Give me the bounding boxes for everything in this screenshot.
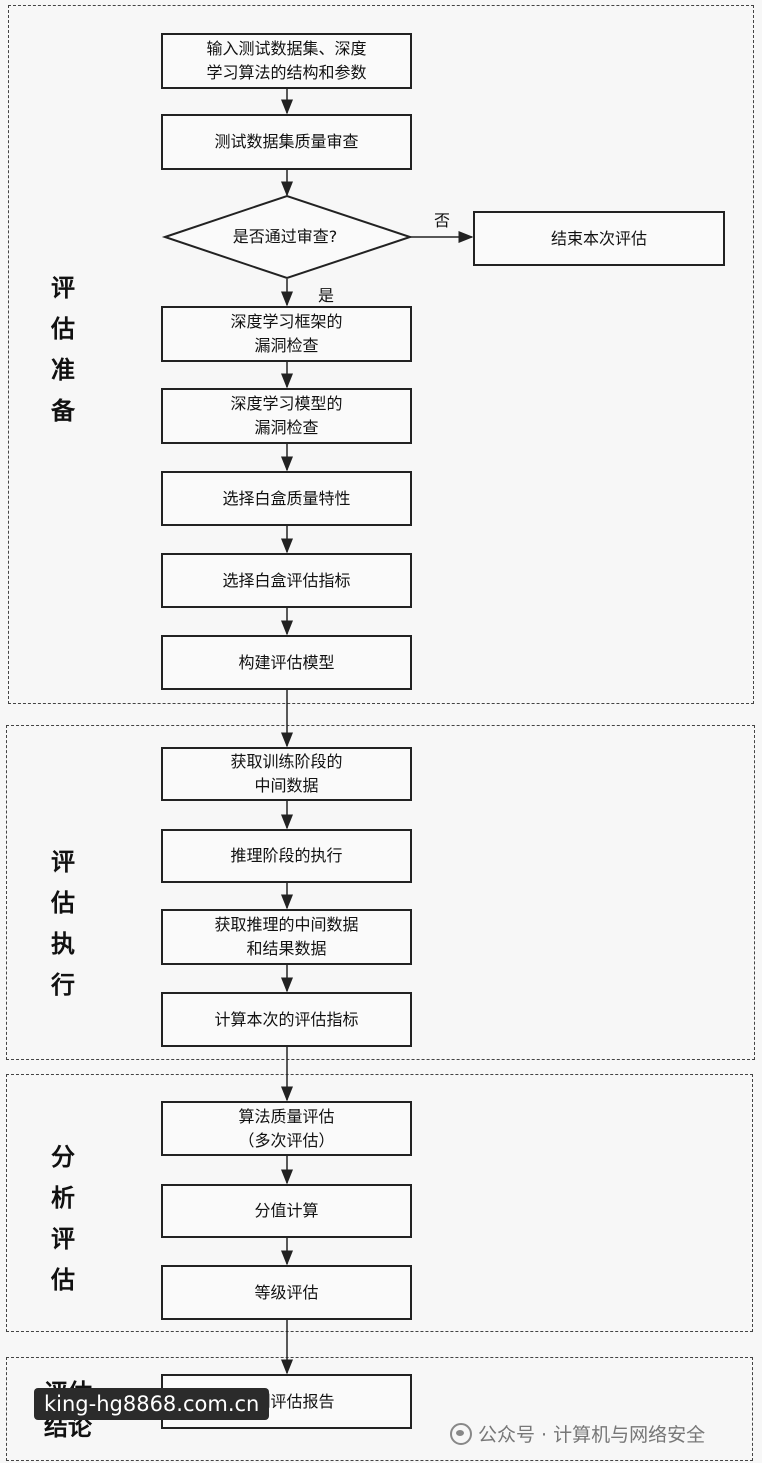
decision-diamond [161,194,414,280]
phase-label-execute: 评 估 执 行 [51,848,75,999]
watermark-wechat: 公众号 · 计算机与网络安全 [450,1420,705,1447]
step-inference-data: 获取推理的中间数据 和结果数据 [161,909,412,965]
phase-label-analyze: 分 析 评 估 [51,1143,75,1294]
step-score-calc: 分值计算 [161,1184,412,1238]
decision-label: 是否通过审查? [232,227,338,246]
step-select-features: 选择白盒质量特性 [161,471,412,526]
step-algo-quality: 算法质量评估 （多次评估） [161,1101,412,1156]
watermark-url: king-hg8868.com.cn [34,1388,270,1420]
step-framework-check: 深度学习框架的 漏洞检查 [161,306,412,362]
step-inference-exec: 推理阶段的执行 [161,829,412,883]
phase-label-prepare: 评 估 准 备 [51,274,75,425]
edge-label-no: 否 [434,211,451,230]
step-quality-review: 测试数据集质量审查 [161,114,412,170]
step-select-metrics: 选择白盒评估指标 [161,553,412,608]
step-build-model: 构建评估模型 [161,635,412,690]
phase-frame-execute [6,725,755,1060]
step-train-data: 获取训练阶段的 中间数据 [161,747,412,801]
step-end-eval: 结束本次评估 [473,211,725,266]
phase-frame-analyze [6,1074,753,1332]
phase-frame-prepare [8,5,754,704]
step-compute-metrics: 计算本次的评估指标 [161,992,412,1047]
wechat-icon [450,1422,472,1445]
watermark-wechat-text: 公众号 · 计算机与网络安全 [478,1424,706,1446]
step-model-check: 深度学习模型的 漏洞检查 [161,388,412,444]
step-input: 输入测试数据集、深度 学习算法的结构和参数 [161,33,412,89]
phase-frame-conclude [6,1357,753,1461]
step-grade-eval: 等级评估 [161,1265,412,1320]
edge-label-yes: 是 [318,286,335,305]
